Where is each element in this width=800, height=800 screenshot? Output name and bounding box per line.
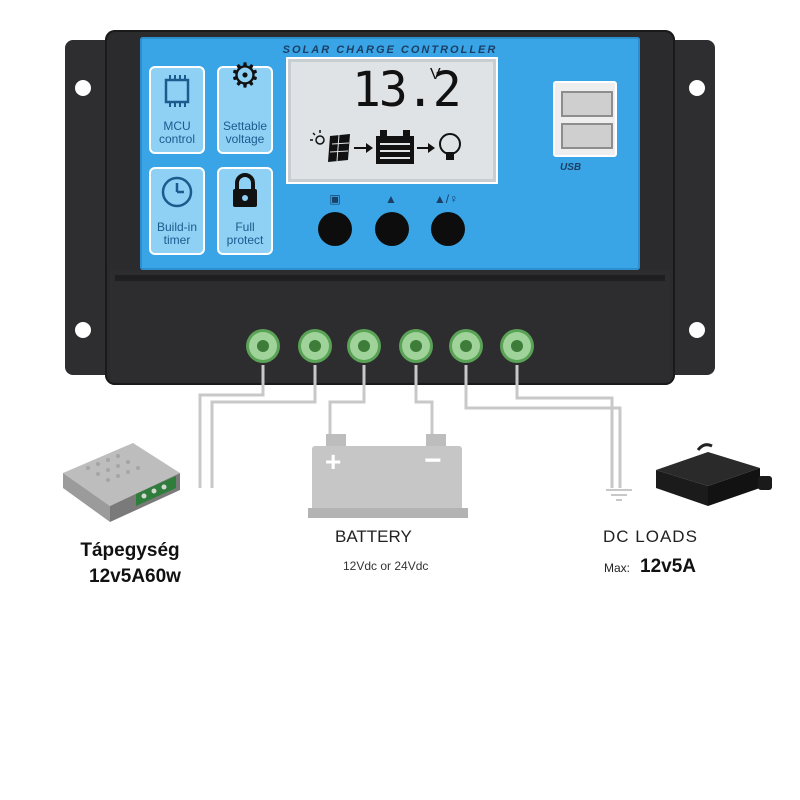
mounting-hole [75, 80, 91, 96]
feature-label: MCU control [158, 119, 196, 146]
feature-label: Build-in timer [156, 220, 198, 247]
voltage-unit: V [430, 66, 441, 83]
power-supply-name: Tápegység [80, 540, 180, 561]
usb-port[interactable] [561, 123, 613, 149]
battery-plus-sign: + [325, 446, 342, 477]
feature-mcu-control: MCU control [149, 66, 205, 154]
lock-icon [233, 173, 257, 207]
solar-battery-load-icon [310, 130, 461, 164]
terminal-solar-negative[interactable] [301, 332, 329, 360]
terminal-load-negative[interactable] [503, 332, 531, 360]
power-supply-image [63, 443, 180, 522]
dc-loads-max-value: 12v5A [640, 556, 696, 577]
ground-symbol-icon [606, 489, 632, 501]
up-icon: ▲ [385, 192, 397, 206]
battery-icon [308, 434, 468, 518]
mounting-hole [689, 80, 705, 96]
down-button[interactable] [431, 212, 465, 246]
dc-load-device-image [656, 443, 772, 506]
menu-icon: ▣ [329, 192, 341, 206]
dc-loads-max-label: Max: [604, 561, 631, 575]
terminal-battery-negative[interactable] [402, 332, 430, 360]
dc-loads-title: DC LOADS [603, 527, 698, 546]
up-button[interactable] [375, 212, 409, 246]
voltage-readout: 13.2 [352, 62, 462, 118]
feature-full-protect: Full protect [217, 167, 273, 255]
terminal-block [110, 270, 670, 382]
down-light-icon: ▲/♀ [433, 192, 459, 206]
chip-icon [164, 75, 190, 107]
feature-label: Settable voltage [223, 119, 268, 146]
usb-ports[interactable] [553, 81, 617, 157]
menu-button[interactable] [318, 212, 352, 246]
feature-build-in-timer: Build-in timer [149, 167, 205, 255]
controller-title: SOLAR CHARGE CONTROLLER [282, 44, 498, 56]
feature-label: Full protect [226, 220, 264, 247]
feature-settable-voltage: ⚙ Settable voltage [217, 59, 273, 154]
terminal-battery-positive[interactable] [350, 332, 378, 360]
mounting-hole [689, 322, 705, 338]
battery-title: BATTERY [335, 527, 412, 546]
battery-minus-sign: − [424, 444, 442, 477]
clock-icon [161, 176, 193, 208]
usb-label: USB [560, 162, 582, 173]
terminal-load-positive[interactable] [452, 332, 480, 360]
mounting-hole [75, 322, 91, 338]
terminal-strip [115, 275, 665, 281]
usb-port[interactable] [561, 91, 613, 117]
battery-spec: 12Vdc or 24Vdc [343, 559, 429, 573]
terminal-solar-positive[interactable] [249, 332, 277, 360]
power-supply-spec: 12v5A60w [89, 566, 181, 587]
